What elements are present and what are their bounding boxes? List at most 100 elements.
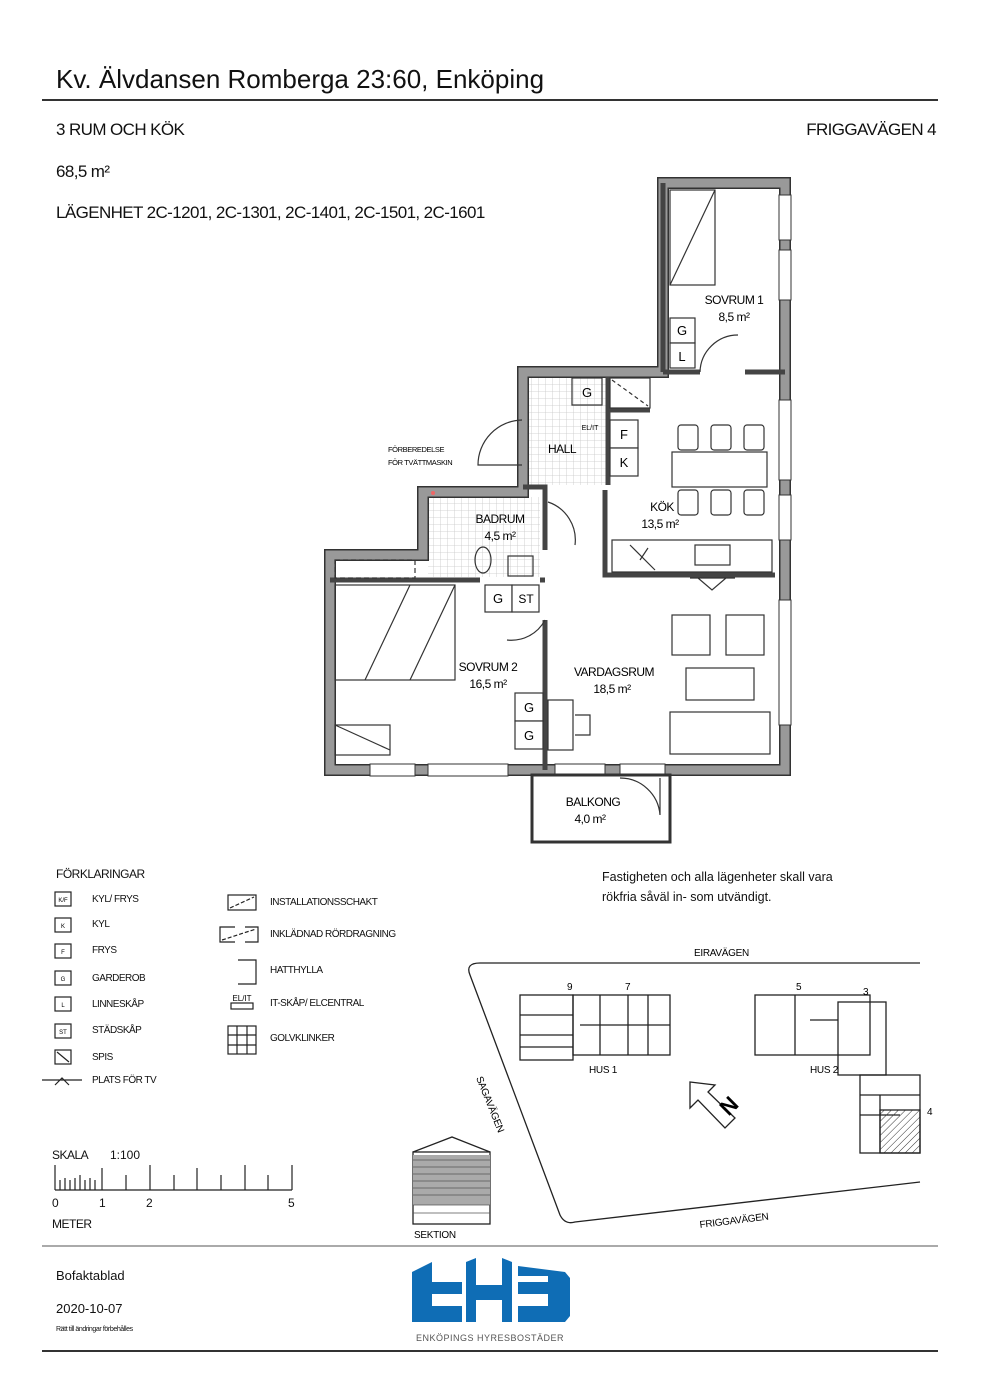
site-boundary [468,962,921,1224]
bathroom-floor-tiles [428,497,540,577]
street-label-north: EIRAVÄGEN [694,947,749,959]
scale-bar [54,1165,293,1191]
icon-letter: ST [59,1030,67,1036]
hall-floor-tiles [528,377,608,485]
cabinet-labels: G L G F K G ST G G EL/IT [493,323,687,743]
footer-divider [42,1245,938,1247]
washer-note-line-1: FÖRBEREDELSE [388,445,444,454]
smoke-free-notice: Fastigheten och alla lägenheter skall va… [602,867,833,907]
scale-unit: METER [52,1217,92,1231]
legend-label: GARDEROB [92,973,146,984]
freezer-mark: F [620,427,628,442]
legend-label: KYL/ FRYS [92,894,139,905]
furniture [334,189,773,756]
ehb-logo [412,1258,570,1322]
linen-mark: L [678,349,685,364]
doors [477,334,739,816]
washer-note: FÖRBEREDELSE FÖR TVÄTTMASKIN [388,445,453,495]
icon-letter: K [61,924,65,930]
legend-label: GOLVKLINKER [270,1033,335,1044]
apartment-units: LÄGENHET 2C-1201, 2C-1301, 2C-1401, 2C-1… [56,203,485,222]
scale-tick-label: 5 [288,1196,295,1210]
room-name: SOVRUM 2 [459,660,519,674]
entrance-number: 3 [863,987,869,998]
hat-shelf-icon [238,959,257,985]
notice-line: rökfria såväl in- som utvändigt. [602,890,772,904]
wardrobe-mark: G [582,385,592,400]
linen-closet-icon [54,996,72,1012]
room-area: 18,5 m² [593,682,631,696]
document-date: 2020-10-07 [56,1301,123,1316]
street-label-west: SAGAVÄGEN [473,1075,506,1135]
room-area: 8,5 m² [718,310,750,324]
washer-note-line-2: FÖR TVÄTTMASKIN [388,458,452,467]
legend-label: FRYS [92,945,117,956]
washer-point-icon [431,491,435,495]
apartment-type: 3 RUM OCH KÖK [56,120,185,139]
header-divider [42,99,938,101]
north-arrow-icon [689,1081,736,1129]
scale-label: SKALA [52,1148,89,1162]
legend-label: HATTHYLLA [270,965,323,976]
site-map [412,962,921,1225]
legend-label: IT-SKÅP/ ELCENTRAL [270,998,364,1009]
outer-walls [324,177,791,776]
cleaning-closet-mark: ST [518,592,534,606]
legend-label: KYL [92,919,110,930]
legend-icons [42,891,259,1086]
balcony-outline [530,773,672,844]
room-name: VARDAGSRUM [574,665,655,679]
apartment-area: 68,5 m² [56,162,110,181]
page-title: Kv. Älvdansen Romberga 23:60, Enköping [56,64,545,94]
wardrobe-icon [54,970,72,986]
room-name: BADRUM [475,512,525,526]
stove-icon [54,1049,72,1065]
room-labels: SOVRUM 1 8,5 m² HALL KÖK 13,5 m² BADRUM … [459,293,765,826]
floor-tiles-icon [227,1025,257,1055]
entrance-number: 5 [796,982,802,993]
wardrobe-mark: G [677,323,687,338]
icon-letter: K/F [58,898,68,904]
document-type: Bofaktablad [56,1268,125,1283]
installation-shaft-icon [227,894,257,911]
wardrobe-mark: G [524,728,534,743]
scale-ratio: 1:100 [110,1148,141,1162]
site-map-labels: EIRAVÄGEN SAGAVÄGEN FRIGGAVÄGEN HUS 1 HU… [414,947,933,1241]
highlighted-unit [879,1109,921,1154]
freezer-icon [54,943,72,959]
section-label: SEKTION [414,1230,456,1241]
wardrobe-mark: G [524,700,534,715]
legend-label: PLATS FÖR TV [92,1075,157,1086]
fridge-mark: K [620,455,629,470]
room-area: 4,0 m² [574,812,606,826]
legend-label: INKLÄDNAD RÖRDRAGNING [270,929,396,940]
icon-letter: EL/IT [232,994,251,1003]
room-name: HALL [548,442,577,456]
house-label: HUS 1 [589,1065,618,1076]
cleaning-closet-icon [54,1023,72,1039]
room-area: 16,5 m² [469,677,507,691]
windows [369,194,792,777]
entrance-number: 4 [927,1107,933,1118]
notice-line: Fastigheten och alla lägenheter skall va… [602,870,833,884]
legend-label: STÄDSKÅP [92,1025,142,1036]
room-name: BALKONG [566,795,621,809]
legend-icon-letters: K/F K F G L ST EL/IT [58,898,251,1036]
fridge-freezer-icon [54,891,72,907]
cabinets [484,317,696,750]
entrance-number: 7 [625,982,631,993]
entrance-number: 9 [567,982,573,993]
icon-letter: G [61,977,66,983]
legend-title: FÖRKLARINGAR [56,867,145,881]
pipe-casing-icon [219,926,259,943]
legend-label: LINNESKÅP [92,999,144,1010]
scale-tick-label: 0 [52,1196,59,1210]
elit-mark: EL/IT [582,425,599,432]
legend-label: SPIS [92,1052,113,1063]
house-label: HUS 2 [810,1065,839,1076]
room-name: SOVRUM 1 [705,293,765,307]
legend-label: INSTALLATIONSSCHAKT [270,897,378,908]
street-label-south: FRIGGAVÄGEN [699,1211,769,1231]
icon-letter: F [61,950,65,956]
